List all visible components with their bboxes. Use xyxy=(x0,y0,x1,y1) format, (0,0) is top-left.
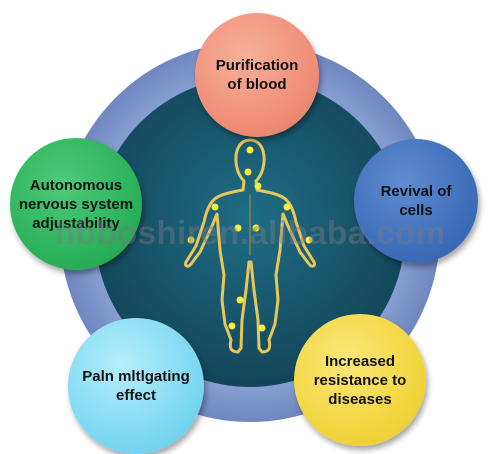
meridian-point xyxy=(258,324,266,332)
meridian-point xyxy=(305,236,313,244)
node-label: Revival of cells xyxy=(380,183,452,219)
meridian-point xyxy=(234,224,242,232)
node-label: Purification of blood xyxy=(215,57,299,93)
meridian-point xyxy=(283,203,291,211)
node-label: Increased resistance to diseases xyxy=(313,352,407,408)
node-increased-resistance: Increased resistance to diseases xyxy=(294,314,426,446)
human-figure-icon xyxy=(184,138,316,354)
node-revival-of-cells: Revival of cells xyxy=(354,139,478,263)
node-purification-of-blood: Purification of blood xyxy=(195,13,319,137)
meridian-point xyxy=(228,322,236,330)
meridian-point xyxy=(246,146,254,154)
meridian-point xyxy=(244,168,252,176)
meridian-point xyxy=(187,236,195,244)
meridian-point xyxy=(211,203,219,211)
node-autonomous-nervous-system: Autonomous nervous system adjustability xyxy=(10,138,142,270)
node-label: Autonomous nervous system adjustability xyxy=(18,176,134,232)
meridian-point xyxy=(254,182,262,190)
meridian-point xyxy=(252,224,260,232)
node-pain-mitigating-effect: Paln mltlgating effect xyxy=(68,318,204,454)
node-label: Paln mltlgating effect xyxy=(82,368,190,404)
meridian-points xyxy=(187,146,313,332)
meridian-point xyxy=(236,296,244,304)
